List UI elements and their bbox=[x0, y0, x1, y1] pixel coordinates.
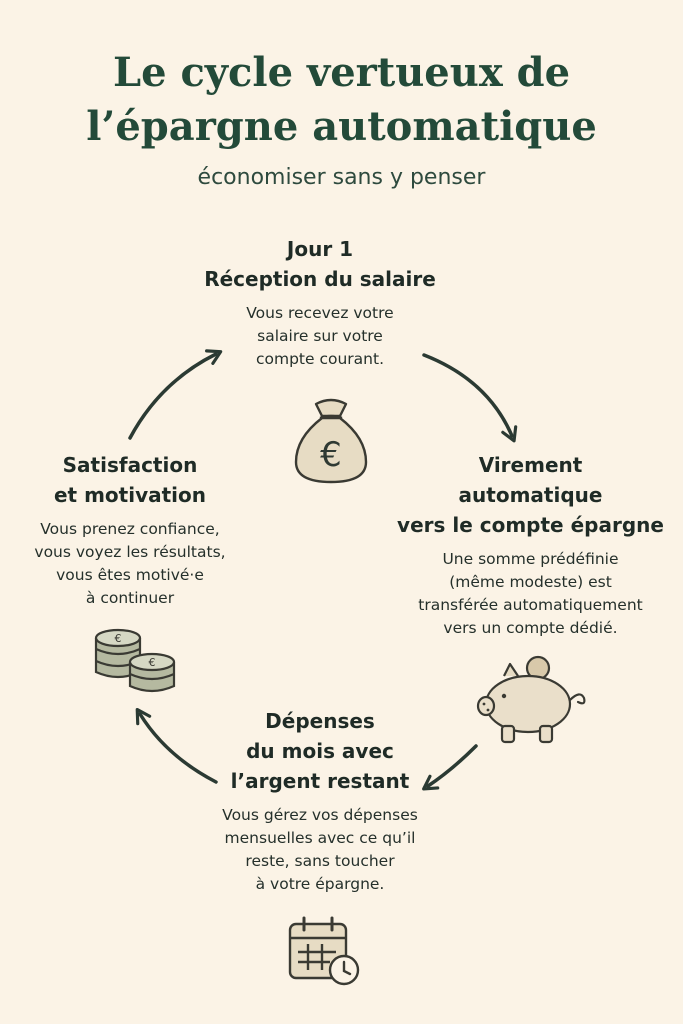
step-desc-line: Vous gérez vos dépenses bbox=[222, 806, 418, 824]
svg-text:€: € bbox=[320, 435, 342, 475]
calendar-clock-icon bbox=[288, 916, 360, 986]
title-line-2: l’épargne automatique bbox=[86, 103, 597, 150]
arrow-step2-to-step3 bbox=[422, 744, 478, 791]
step-desc-line: mensuelles avec ce qu’il bbox=[224, 829, 416, 847]
step-title-line: l’argent restant bbox=[230, 769, 410, 793]
step-title: Dépenses du mois avec l’argent restant bbox=[170, 706, 470, 796]
title-line-1: Le cycle vertueux de bbox=[112, 49, 571, 96]
arrow-step3-to-step4 bbox=[135, 707, 218, 784]
step-desc-line: Vous recevez votre bbox=[246, 304, 394, 322]
svg-text:€: € bbox=[149, 656, 156, 669]
step-desc-line: vers un compte dédié. bbox=[443, 619, 618, 637]
coin-stack-icon: € € bbox=[94, 628, 176, 693]
step-description: Une somme prédéfinie (même modeste) est … bbox=[378, 548, 683, 640]
step-title-line: Jour 1 bbox=[286, 237, 354, 261]
step-title: Jour 1 Réception du salaire bbox=[170, 234, 470, 294]
step-monthly-expenses: Dépenses du mois avec l’argent restant V… bbox=[170, 706, 470, 896]
step-title-line: automatique bbox=[458, 483, 603, 507]
step-desc-line: vous êtes motivé·e bbox=[56, 566, 204, 584]
step-title-line: Virement bbox=[478, 453, 583, 477]
step-title-line: vers le compte épargne bbox=[397, 513, 664, 537]
page-title: Le cycle vertueux de l’épargne automatiq… bbox=[0, 46, 683, 154]
arrow-step4-to-step1 bbox=[128, 349, 223, 440]
money-bag-euro-icon: € bbox=[294, 398, 368, 484]
step-desc-line: à votre épargne. bbox=[255, 875, 385, 893]
step-desc-line: Une somme prédéfinie bbox=[442, 550, 619, 568]
step-satisfaction-motivation: Satisfaction et motivation Vous prenez c… bbox=[0, 450, 260, 610]
step-title: Virement automatique vers le compte épar… bbox=[378, 450, 683, 540]
piggy-bank-icon bbox=[476, 655, 586, 744]
step-desc-line: (même modeste) est bbox=[449, 573, 612, 591]
step-desc-line: salaire sur votre bbox=[257, 327, 383, 345]
step-desc-line: à continuer bbox=[85, 589, 175, 607]
step-description: Vous recevez votre salaire sur votre com… bbox=[170, 302, 470, 371]
svg-text:€: € bbox=[115, 632, 122, 645]
page-subtitle: économiser sans y penser bbox=[197, 165, 486, 190]
step-desc-line: Vous prenez confiance, bbox=[40, 520, 220, 538]
step-desc-line: reste, sans toucher bbox=[245, 852, 395, 870]
step-title-line: Satisfaction bbox=[62, 453, 198, 477]
step-description: Vous prenez confiance, vous voyez les ré… bbox=[0, 518, 260, 610]
step-automatic-transfer: Virement automatique vers le compte épar… bbox=[378, 450, 683, 640]
step-salary-reception: Jour 1 Réception du salaire Vous recevez… bbox=[170, 234, 470, 371]
step-title-line: du mois avec bbox=[246, 739, 394, 763]
step-title-line: Réception du salaire bbox=[204, 267, 436, 291]
step-title-line: Dépenses bbox=[265, 709, 375, 733]
step-desc-line: vous voyez les résultats, bbox=[34, 543, 226, 561]
step-description: Vous gérez vos dépenses mensuelles avec … bbox=[170, 804, 470, 896]
step-title: Satisfaction et motivation bbox=[0, 450, 260, 510]
step-title-line: et motivation bbox=[53, 483, 206, 507]
step-desc-line: compte courant. bbox=[255, 350, 384, 368]
step-desc-line: transférée automatiquement bbox=[418, 596, 643, 614]
arrow-step1-to-step2 bbox=[422, 353, 518, 443]
